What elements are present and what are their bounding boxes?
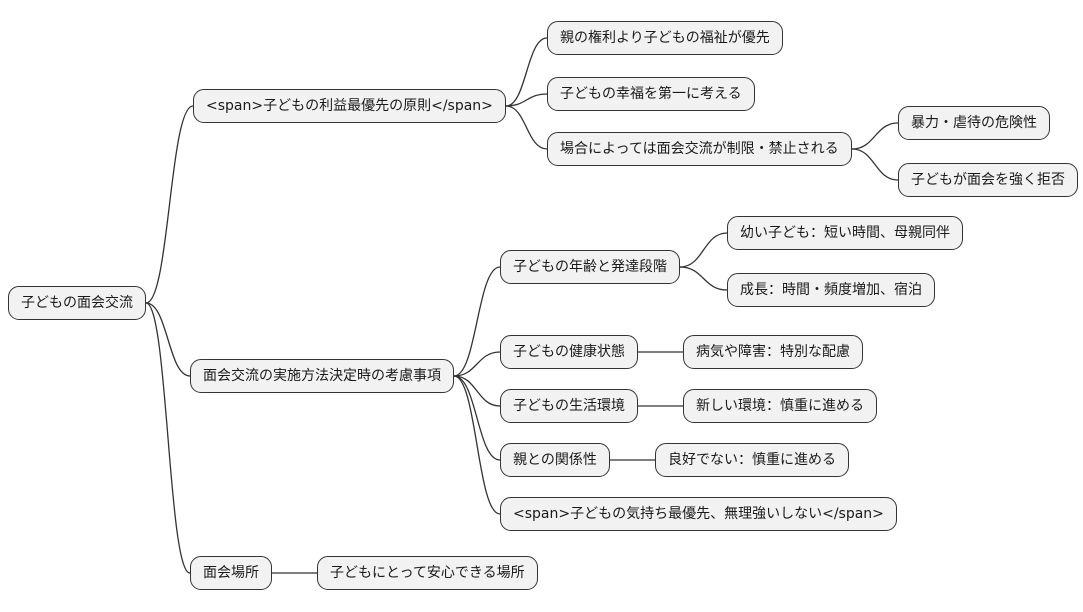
mindmap-edge-age-growth [679,266,728,291]
mindmap-edge-principle-restricted [505,105,548,150]
mindmap-node-living: 子どもの生活環境 [500,389,638,423]
mindmap-edge-consideration-health [453,351,501,377]
mindmap-edge-age-young [679,232,728,268]
mindmap-node-principle: <span>子どもの利益最優先の原則</span> [193,89,506,123]
mindmap-edge-consideration-relationship [453,375,501,461]
mindmap-node-age: 子どもの年齢と発達段階 [500,250,680,284]
mindmap-node-happiness: 子どもの幸福を第一に考える [547,77,755,111]
mindmap-node-feelings: <span>子どもの気持ち最優先、無理強いしない</span> [500,497,897,531]
mindmap-edge-principle-welfare [505,37,548,107]
mindmap-edge-root-place [145,302,191,574]
mindmap-edge-restricted-refuse [851,148,899,181]
mindmap-node-growth: 成長：時間・頻度増加、宿泊 [727,273,935,307]
mindmap-node-notgood: 良好でない：慎重に進める [655,443,849,477]
mindmap-node-safe: 子どもにとって安心できる場所 [317,556,538,590]
mindmap-node-health: 子どもの健康状態 [500,335,638,369]
mindmap-edge-root-principle [145,105,194,304]
mindmap-node-newenv: 新しい環境：慎重に進める [683,389,877,423]
mindmap-edge-consideration-living [453,375,501,407]
mindmap-node-violence: 暴力・虐待の危険性 [898,106,1050,140]
mindmap-node-relationship: 親との関係性 [500,443,610,477]
mindmap-node-place: 面会場所 [190,556,272,590]
mindmap-edge-consideration-age [453,266,501,377]
mindmap-node-sickness: 病気や障害：特別な配慮 [683,335,863,369]
mindmap-node-restricted: 場合によっては面会交流が制限・禁止される [547,132,852,166]
mindmap-node-welfare: 親の権利より子どもの福祉が優先 [547,21,783,55]
mindmap-node-root: 子どもの面会交流 [8,286,146,320]
mindmap-edge-consideration-feelings [453,375,501,515]
mindmap-edge-root-consideration [145,302,191,377]
mindmap-node-refuse: 子どもが面会を強く拒否 [898,163,1078,197]
mindmap-node-consideration: 面会交流の実施方法決定時の考慮事項 [190,359,454,393]
mindmap-edge-restricted-violence [851,122,899,150]
mindmap-edge-principle-happiness [505,93,548,107]
mindmap-node-young: 幼い子ども：短い時間、母親同伴 [727,216,963,250]
